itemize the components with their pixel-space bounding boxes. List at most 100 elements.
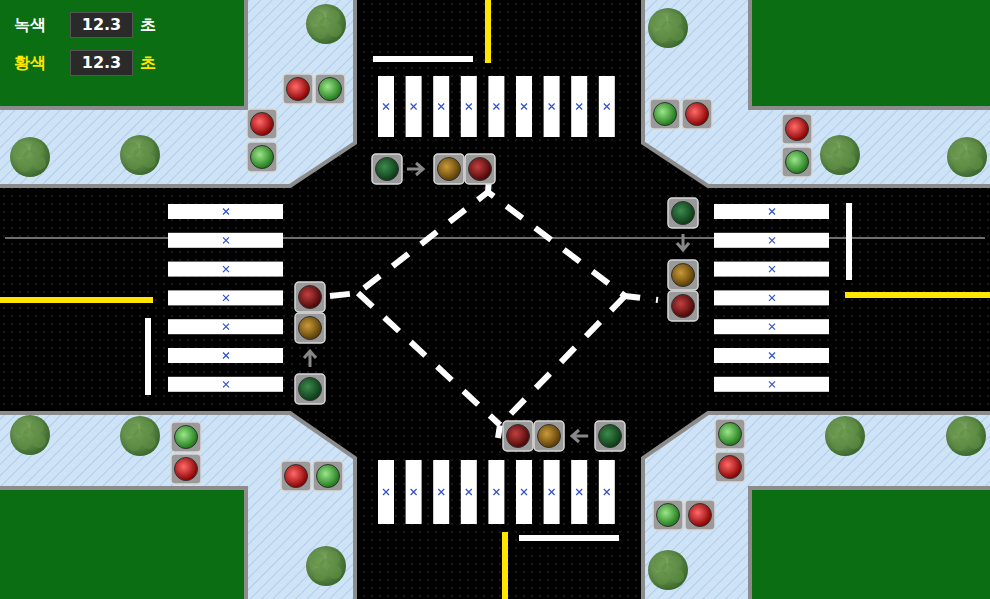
trees-part-part [120,135,160,175]
traffic-signals-part [685,500,715,530]
grass-plots-part [750,488,990,599]
traffic-signals-part [434,154,464,184]
sidewalks-part [0,413,355,599]
trees-part-part [10,415,50,455]
trees-part-part [661,563,675,577]
trees-part-part [825,416,865,456]
road-markings-part [714,290,829,305]
road-markings-part [466,489,472,495]
road-markings-part [549,104,555,110]
sidewalks-part [643,413,990,599]
trees-part-part [133,429,147,443]
road-markings-part [544,460,560,524]
road-markings-part [549,489,555,495]
traffic-signals-part [171,454,201,484]
road-markings-part [502,532,508,599]
trees-part [648,550,688,590]
road-markings-part [168,262,283,277]
trees-part [825,416,865,456]
road-markings-part [521,489,527,495]
traffic-signals-part [372,154,402,184]
traffic-signals-part [786,118,809,141]
traffic-signals-part [534,421,564,451]
traffic-signals-part [281,461,311,491]
traffic-signals-part [283,74,313,104]
traffic-signals-part [247,142,277,172]
road-markings-part [411,489,417,495]
traffic-signals-part [438,158,461,181]
road-markings-part [599,76,615,137]
road-markings-part [466,104,472,110]
timer-value-box: 12.3 [70,50,133,76]
road-markings-part [521,104,527,110]
traffic-signals-part [672,202,695,225]
road-markings-part [604,104,610,110]
trees-part-part [23,428,37,442]
road-markings-part [769,266,775,272]
road-markings-part [714,204,829,219]
road-markings-part [769,295,775,301]
road-markings-part [438,104,444,110]
traffic-signals-part [295,374,325,404]
road-markings-part [493,489,499,495]
trees-part-part [946,416,986,456]
trees-part [306,4,346,44]
traffic-signals-part [668,198,698,228]
traffic-signals-part [719,423,742,446]
timer-label: 녹색 [14,15,46,34]
road-markings-part [223,237,229,243]
road-markings-part [845,292,990,298]
road-markings-part [604,489,610,495]
road-markings-part [769,381,775,387]
road-markings-part [769,209,775,215]
road-markings-part [168,290,283,305]
trees-part-part [947,137,987,177]
trees-part-part [133,148,147,162]
road-markings-part [383,104,389,110]
trees-part [947,137,987,177]
traffic-signals-part [376,158,399,181]
grass-plots-part [0,488,246,599]
road-markings-part [330,165,658,438]
traffic-signals-part [251,113,274,136]
trees-part [946,416,986,456]
traffic-signals-part [653,500,683,530]
road-markings-part [461,76,477,137]
road-markings-part [544,76,560,137]
timer-value: 12.3 [82,53,121,72]
trees-part-part [648,8,688,48]
trees-part [648,8,688,48]
traffic-signals-part [507,425,530,448]
traffic-signals-part [672,295,695,318]
road-markings-part [411,104,417,110]
road-markings-part [714,319,829,334]
trees-part [120,135,160,175]
road-markings-part [519,535,619,541]
traffic-signals-part [315,74,345,104]
timer-value: 12.3 [82,15,121,34]
traffic-signals-part [285,465,308,488]
trees-part-part [23,150,37,164]
trees-part-part [10,137,50,177]
road-markings-part [438,489,444,495]
traffic-signals-part [599,425,622,448]
grass-plots-part [750,0,990,108]
road-markings-part [145,318,151,395]
road-markings-part [406,76,422,137]
traffic-signals-part [299,286,322,309]
traffic-signals-part [682,99,712,129]
trees-part-part [833,148,847,162]
traffic-signals-part [295,282,325,312]
road-markings-part [576,489,582,495]
traffic-signals-part [715,452,745,482]
trees-part-part [120,416,160,456]
road-markings-part [714,233,829,248]
trees [10,4,987,590]
road-markings-part [223,266,229,272]
road-markings-part [223,353,229,359]
traffic-signals-part [786,151,809,174]
traffic-signals-part [595,421,625,451]
